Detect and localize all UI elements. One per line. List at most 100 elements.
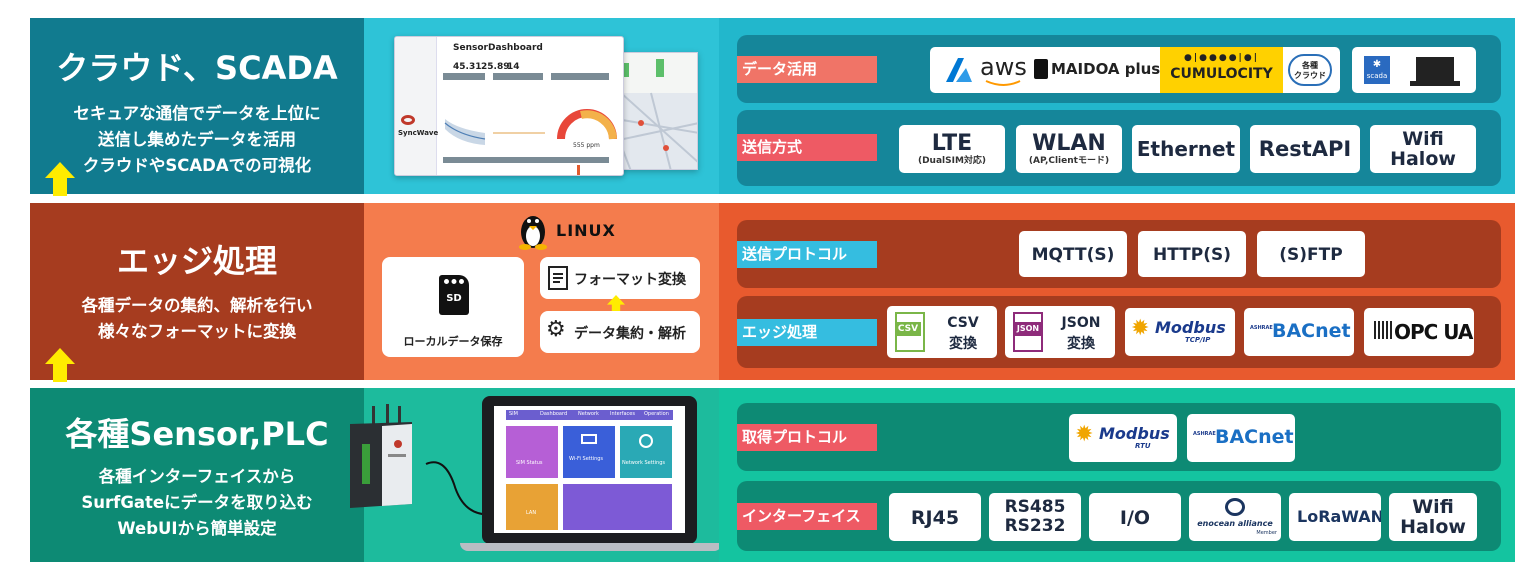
- cloud-desc-line-3: クラウドやSCADAでの可視化: [82, 156, 312, 175]
- local-storage-label: ローカルデータ保存: [403, 335, 503, 348]
- edge-mid-panel: LINUX SD ローカルデータ保存 フォーマット変換 ⚙ データ集約・解析: [364, 203, 719, 380]
- wlan-sub: (AP,Clientモード): [1028, 156, 1110, 166]
- brand-logo-icon: [401, 115, 415, 125]
- local-storage-card: SD ローカルデータ保存: [382, 257, 524, 357]
- halow-label-cloud: Halow: [1390, 148, 1456, 170]
- wlan-label: WLAN: [1032, 131, 1106, 156]
- ethernet-box: Ethernet: [1132, 125, 1240, 173]
- tab-sim: SIM: [509, 411, 518, 417]
- row-label-data-usage: データ活用: [737, 56, 877, 83]
- sensor-left-panel: 各種Sensor,PLC 各種インターフェイスから SurfGateにデータを取…: [30, 388, 364, 562]
- lorawan-box: LoRaWAN: [1289, 493, 1381, 541]
- mqtt-box: MQTT(S): [1019, 231, 1127, 277]
- edge-desc-line-2: 様々なフォーマットに変換: [98, 322, 296, 341]
- linux-label: LINUX: [556, 221, 616, 240]
- aws-logo: aws: [980, 53, 1027, 81]
- various-label: 各種: [1302, 61, 1318, 70]
- small-up-arrow-icon: [607, 295, 625, 316]
- aws-smile-icon: [985, 80, 1021, 86]
- format-convert-card: フォーマット変換: [540, 257, 700, 299]
- card-wifi: Wi-Fi Settings: [563, 426, 615, 478]
- dashboard-charts: 45.31 25.89 14 555 ppm: [443, 62, 617, 175]
- csv-box: CSV CSV 変換: [887, 306, 997, 358]
- cumulocity-logo-bg: ●|●●●●|●| CUMULOCITY: [1160, 47, 1283, 93]
- enocean-sub: Member: [1256, 530, 1277, 536]
- opc-stripes-icon: [1374, 321, 1394, 339]
- azure-icon: [946, 58, 972, 82]
- io-label: I/O: [1119, 507, 1151, 529]
- tier-edge: エッジ処理 各種データの集約、解析を行い 様々なフォーマットに変換 LINUX …: [30, 203, 1515, 380]
- laptop-screen: SIM Dashboard Network Interfaces Operati…: [494, 406, 685, 533]
- data-aggregate-label: データ集約・解析: [574, 326, 686, 342]
- card-sim: SIM Status: [506, 426, 558, 478]
- maidoa-icon: [1034, 59, 1048, 79]
- row-label-edge-processing: エッジ処理: [737, 319, 877, 346]
- rs485-box: RS485 RS232: [989, 493, 1081, 541]
- gear-icon: ⚙: [546, 317, 566, 342]
- dashboard-title: SensorDashboard: [453, 43, 543, 53]
- scada-logo-box: ✱ scada: [1352, 47, 1476, 93]
- enocean-box: enocean alliance Member: [1189, 493, 1281, 541]
- cloud-right-panel: データ活用 aws MAIDOA plus ●|●●●●|●| CUMULOCI…: [719, 18, 1515, 194]
- ftp-box: (S)FTP: [1257, 231, 1365, 277]
- up-arrow-icon-2: [45, 348, 75, 382]
- halow-label-sensor: Halow: [1400, 516, 1466, 538]
- laptop-icon: [1410, 57, 1460, 86]
- ashrae-mark-sensor: ASHRAE: [1193, 431, 1216, 437]
- cloud-left-panel: クラウド、SCADA セキュアな通信でデータを上位に 送信し集めたデータを活用 …: [30, 18, 364, 194]
- surfgate-device-icon: [350, 404, 412, 508]
- tab-network: Network: [578, 411, 599, 417]
- sensor-right-panel: 取得プロトコル ✹ Modbus RTU ASHRAE BACnet インターフ…: [719, 388, 1515, 562]
- bacnet-sensor-label: BACnet: [1215, 426, 1294, 448]
- tab-operation: Operation: [644, 411, 669, 417]
- format-convert-label: フォーマット変換: [574, 272, 686, 288]
- maidoa-logo: MAIDOA plus: [1051, 60, 1161, 78]
- tab-interfaces: Interfaces: [610, 411, 635, 417]
- sidebar-brand: SyncWave: [398, 129, 439, 137]
- cloud-desc-line-2: 送信し集めたデータを活用: [98, 130, 296, 149]
- up-arrow-icon-1: [45, 162, 75, 196]
- row-label-interface: インターフェイス: [737, 503, 877, 530]
- json-box: JSON JSON 変換: [1005, 306, 1115, 358]
- row-get-protocol: 取得プロトコル ✹ Modbus RTU ASHRAE BACnet: [737, 403, 1501, 471]
- wifi-card-icon: [581, 434, 597, 444]
- row-label-transmission: 送信方式: [737, 134, 877, 161]
- modbus-gear-icon: ✹: [1131, 316, 1150, 341]
- ftp-label: (S)FTP: [1279, 245, 1343, 265]
- edge-right-panel: 送信プロトコル MQTT(S) HTTP(S) (S)FTP エッジ処理 CSV: [719, 203, 1515, 380]
- wifi-label-sensor: Wifi: [1412, 496, 1454, 518]
- scada-icon: ✱ scada: [1364, 56, 1390, 84]
- card-lan: LAN: [506, 484, 558, 530]
- cloud-desc-line-1: セキュアな通信でデータを上位に: [73, 104, 321, 123]
- svg-text:25.89: 25.89: [481, 62, 509, 72]
- csv-label: CSV: [947, 315, 979, 331]
- lte-label: LTE: [931, 131, 973, 156]
- sensor-mid-panel: SIM Dashboard Network Interfaces Operati…: [350, 388, 722, 562]
- modbus-rtu-label: Modbus: [1099, 424, 1170, 443]
- cloud-icon: 各種 クラウド: [1288, 54, 1332, 86]
- dashboard-screenshot: SyncWave SensorDashboard 45.31 25.89 14 …: [394, 36, 624, 176]
- cloud-logo-strip: aws MAIDOA plus ●|●●●●|●| CUMULOCITY 各種 …: [930, 47, 1340, 93]
- modbus-rtu-box: ✹ Modbus RTU: [1069, 414, 1177, 462]
- tier-cloud: クラウド、SCADA セキュアな通信でデータを上位に 送信し集めたデータを活用 …: [30, 18, 1515, 194]
- sensor-desc-line-1: 各種インターフェイスから: [98, 467, 296, 486]
- edge-left-panel: エッジ処理 各種データの集約、解析を行い 様々なフォーマットに変換: [30, 203, 364, 380]
- card-network: Network Settings: [620, 426, 672, 478]
- linux-penguin-icon: [519, 216, 547, 250]
- io-box: I/O: [1089, 493, 1181, 541]
- card-details: [563, 484, 672, 530]
- rs485-label: RS485: [1004, 497, 1066, 517]
- rj45-label: RJ45: [910, 507, 960, 529]
- laptop-frame: SIM Dashboard Network Interfaces Operati…: [482, 396, 697, 544]
- opc-ua-label: OPC UA: [1394, 320, 1473, 344]
- svg-text:555 ppm: 555 ppm: [573, 142, 600, 149]
- bacnet-edge-box: ASHRAE BACnet: [1244, 308, 1354, 356]
- modbus-tcp-sub: TCP/IP: [1185, 336, 1211, 344]
- enocean-label: enocean alliance: [1197, 519, 1273, 528]
- sd-card-icon: SD: [439, 275, 469, 315]
- edge-title: エッジ処理: [116, 242, 277, 280]
- csv-file-icon: CSV: [895, 312, 925, 352]
- tab-dashboard: Dashboard: [540, 411, 568, 417]
- sd-label: SD: [446, 293, 462, 304]
